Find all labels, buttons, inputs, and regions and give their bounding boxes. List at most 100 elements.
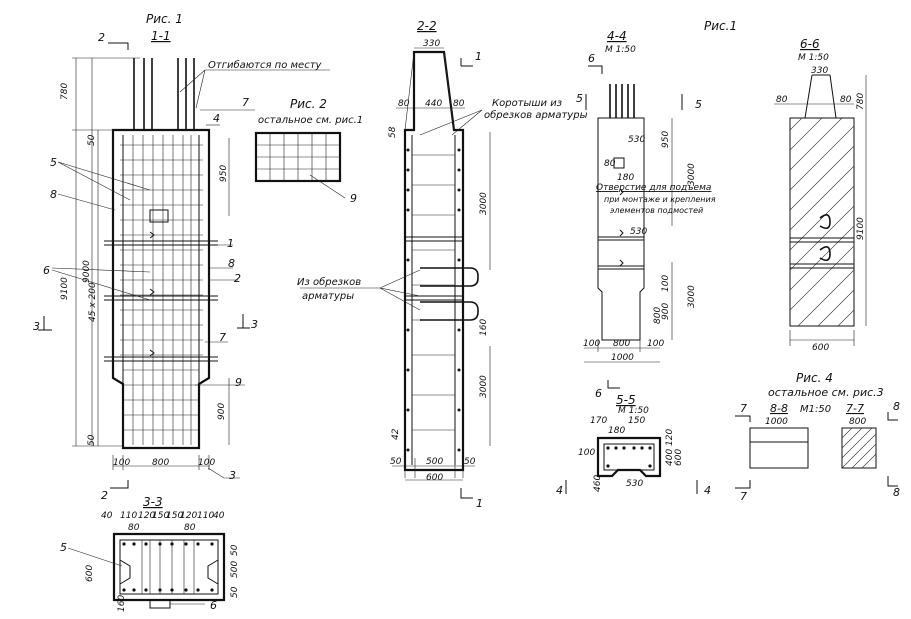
dim-900-4-4: 900 (661, 303, 671, 320)
hatching-6-6 (789, 117, 855, 327)
section-3-3-inner (119, 539, 219, 595)
dim-500-2-2: 500 (426, 457, 443, 467)
fig2-note: остальное см. рис.1 (258, 115, 363, 126)
leader-3 (207, 467, 240, 479)
mesh-bands (104, 240, 218, 362)
dim-lines-left (75, 58, 99, 446)
cut-line-8-top (887, 412, 898, 421)
dim-800-4-4-v: 800 (653, 307, 663, 324)
note-bent-leader (179, 69, 330, 109)
dim-170-5-5: 170 (590, 416, 607, 426)
section-6-6-view: 6-6 М 1:50 330 80 80 780 9100 600 (774, 37, 867, 353)
cut-mark-5-right: 5 (695, 98, 702, 111)
cut-mark-1-bottom: 1 (476, 497, 483, 510)
fig2-title: Рис. 2 (290, 97, 327, 111)
dim-500-3-3: 500 (230, 561, 240, 578)
fig1-title: Рис. 1 (146, 12, 183, 26)
cut-mark-1-top: 1 (475, 50, 482, 63)
stirrups-2-2 (412, 154, 455, 431)
dim-330-6-6: 330 (811, 66, 828, 76)
scale-4-4: М 1:50 (605, 45, 636, 55)
cut-line-8-bottom (887, 476, 898, 487)
section-8-8-title: 8-8 (770, 402, 788, 415)
cut-mark-4-left: 4 (556, 484, 563, 497)
cut-mark-7-top: 7 (740, 402, 747, 415)
cut-line-2-bottom (110, 480, 129, 489)
dim-3000-4-4-b: 3000 (687, 285, 697, 308)
rebar-dots-3-3 (122, 542, 214, 592)
cut-line-6-bottom (607, 380, 620, 389)
break-marks-4-4 (619, 188, 624, 267)
note-short-bars-1: Коротыши из (492, 98, 562, 109)
note-scraps-leader (300, 269, 421, 311)
cut-line-3-right (237, 314, 250, 329)
cut-line-1-top (460, 58, 473, 67)
dim-100-left: 100 (113, 458, 130, 468)
hatching-7-7 (841, 427, 877, 469)
fig2-leader-9 (309, 174, 346, 199)
protruding-rebars (133, 58, 195, 130)
leaders-right (208, 244, 238, 281)
callout-3: 3 (229, 469, 236, 482)
dim-800: 800 (152, 458, 169, 468)
dim-110-right-3-3: 110 (197, 511, 214, 521)
leader-5-3-3 (67, 547, 123, 567)
dim-100-4-4: 100 (661, 275, 671, 292)
callout-4: 4 (213, 112, 220, 125)
dim-line-bottom (112, 455, 210, 470)
dim-530-b: 530 (630, 227, 647, 237)
dim-160-3-3: 160 (117, 595, 127, 612)
section-7-7-shape (841, 427, 877, 469)
dim-80-4-4: 80 (604, 159, 616, 169)
cut-mark-8-top: 8 (893, 400, 900, 413)
lifting-hole (149, 209, 169, 223)
dim-42: 42 (391, 428, 401, 440)
callout-2: 2 (234, 272, 241, 285)
section-3-3-title: 3-3 (143, 495, 163, 509)
cut-line-2-top (108, 42, 129, 50)
cage-verticals-outer (122, 135, 200, 445)
dim-9000: 9000 (82, 260, 92, 283)
bands-2-2 (405, 236, 463, 301)
dim-50-bottom: 50 (87, 434, 97, 446)
dim-1000-4-4: 1000 (611, 353, 634, 363)
dim-120-b-3-3: 120 (180, 511, 197, 521)
callout-5: 5 (50, 156, 57, 169)
bands-4-4 (598, 236, 644, 270)
cut-mark-7-bottom: 7 (740, 490, 747, 503)
taper-lines (404, 51, 455, 131)
callout-7-mid: 7 (219, 331, 226, 344)
dim-50-left-2-2: 50 (390, 457, 402, 467)
dim-80-left-6-6: 80 (776, 95, 788, 105)
dim-80-left-3-3: 80 (128, 523, 140, 533)
fig1-right-title: Рис.1 (704, 19, 737, 33)
dim-950-4-4: 950 (661, 131, 671, 148)
note-hole-1: Отверстие для подъема (596, 183, 711, 193)
dim-80-right-2-2: 80 (453, 99, 465, 109)
rebar-dots-2-2 (406, 148, 461, 452)
scale-5-5: М 1:50 (618, 406, 649, 416)
section-5-5-title: 5-5 (616, 393, 636, 407)
section-1-1-view: Рис. 1 1-1 2 2 3 3 780 9100 9000 45 x 20… (33, 12, 330, 502)
dim-150-b-3-3: 150 (166, 511, 183, 521)
dim-50-top: 50 (87, 134, 97, 146)
cut-mark-2-bottom: 2 (101, 489, 108, 502)
dim-800-7-7: 800 (849, 417, 866, 427)
cut-mark-6-top: 6 (588, 52, 595, 65)
callout-8-right: 8 (228, 257, 235, 270)
cut-line-6-top (588, 65, 603, 74)
section-3-3-outline (112, 532, 226, 602)
fig2-mesh-lines (256, 133, 340, 181)
dim-100-left-4-4: 100 (583, 339, 600, 349)
dim-600-3-3: 600 (85, 565, 95, 582)
note-scraps-2: арматуры (302, 291, 354, 302)
cut-line-1-bottom (460, 488, 473, 499)
dim-950: 950 (219, 165, 229, 182)
dim-45x200: 45 x 200 (88, 282, 98, 322)
taper-6-6 (804, 74, 837, 119)
dim-1000-8-8: 1000 (765, 417, 788, 427)
dim-900: 900 (217, 403, 227, 420)
scale-6-6: М 1:50 (798, 53, 829, 63)
dim-50-a-3-3: 50 (230, 544, 240, 556)
dim-58: 58 (388, 126, 398, 138)
